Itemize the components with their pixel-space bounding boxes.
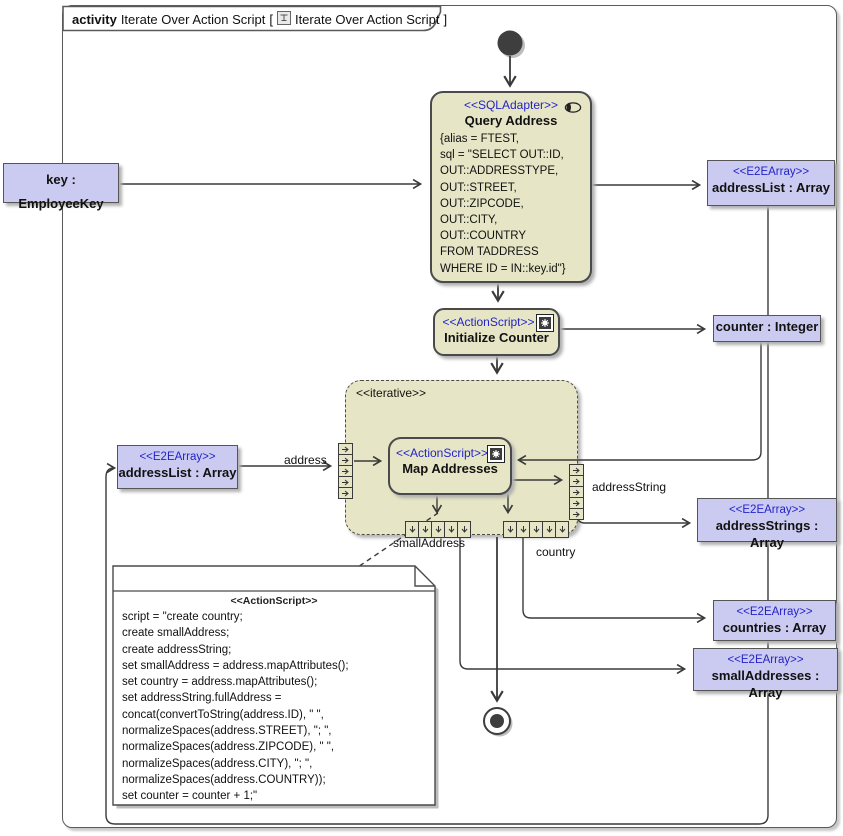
object-addresslist-in[interactable]: <<E2EArray>> addressList : Array [117,445,238,489]
frame-diagram-name: Iterate Over Action Script [294,11,440,27]
object-key-employeekey[interactable]: key : EmployeeKey [3,163,119,211]
expansion-segment [555,521,569,538]
object-stereotype: <<E2EArray>> [727,654,804,666]
object-countries[interactable]: <<E2EArray>> countries : Array [713,600,836,641]
object-name: addressStrings : Array [715,518,819,550]
object-addressstrings[interactable]: <<E2EArray>> addressStrings : Array [697,498,837,550]
activity-diagram-icon [276,10,291,28]
object-stereotype: <<E2EArray>> [139,451,216,463]
frame-keyword: activity [72,11,117,27]
expansion-node-address-input[interactable] [338,443,353,499]
frame-title: activity Iterate Over Action Script[ Ite… [72,9,447,29]
edge-label-addressstring: addressString [592,480,667,494]
object-stereotype: <<E2EArray>> [728,504,806,516]
object-name: addressList : Array [118,465,237,480]
object-counter-integer[interactable]: counter : Integer [713,315,821,342]
initialize-counter-name: Initialize Counter [444,330,549,345]
query-address-name: Query Address [464,113,558,128]
edge-label-country: country [536,545,576,559]
expansion-segment [516,521,530,538]
expansion-node-country-output[interactable] [503,521,569,538]
frame-activity-name: Iterate Over Action Script [120,11,266,27]
region-stereotype: <<iterative>> [356,386,427,400]
expansion-segment [569,508,584,520]
sql-adapter-icon [564,100,582,118]
map-addresses-name: Map Addresses [402,461,498,476]
note-script-text: script = "create country;create smallAdd… [122,611,349,803]
initialize-counter-node[interactable]: <<ActionScript>> Initialize Counter [433,308,560,356]
query-address-node[interactable]: <<SQLAdapter>> Query Address {alias = FT… [430,91,592,283]
object-name: countries : Array [722,620,827,635]
expansion-segment [503,521,517,538]
expansion-segment [542,521,556,538]
object-smalladdresses[interactable]: <<E2EArray>> smallAddresses : Array [693,648,838,700]
map-addresses-stereotype: <<ActionScript>> [395,446,489,460]
expansion-segment [338,487,353,499]
object-addresslist-out[interactable]: <<E2EArray>> addressList : Array [707,160,835,206]
query-address-stereotype: <<SQLAdapter>> [463,98,559,112]
expansion-segment [529,521,543,538]
object-name: addressList : Array [711,180,830,195]
frame-open-bracket: [ [269,11,273,27]
object-name: key : EmployeeKey [18,172,104,211]
map-addresses-node[interactable]: <<ActionScript>> Map Addresses [388,437,512,495]
frame-close-bracket: ] [443,11,448,27]
edge-label-address: address [284,453,327,467]
actionscript-gear-icon [536,314,554,332]
note-stereotype: <<ActionScript>> [230,595,318,607]
edge-label-smalladdress: smallAddress [393,536,466,550]
object-stereotype: <<E2EArray>> [736,606,813,618]
query-sql-text: {alias = FTEST,sql = "SELECT OUT::ID,OUT… [440,133,566,275]
object-name: counter : Integer [715,319,819,334]
expansion-node-addressstring-output[interactable] [569,464,584,520]
initialize-counter-stereotype: <<ActionScript>> [442,315,535,329]
actionscript-gear-icon [487,445,505,463]
object-name: smallAddresses : Array [711,668,820,700]
object-stereotype: <<E2EArray>> [732,166,810,178]
